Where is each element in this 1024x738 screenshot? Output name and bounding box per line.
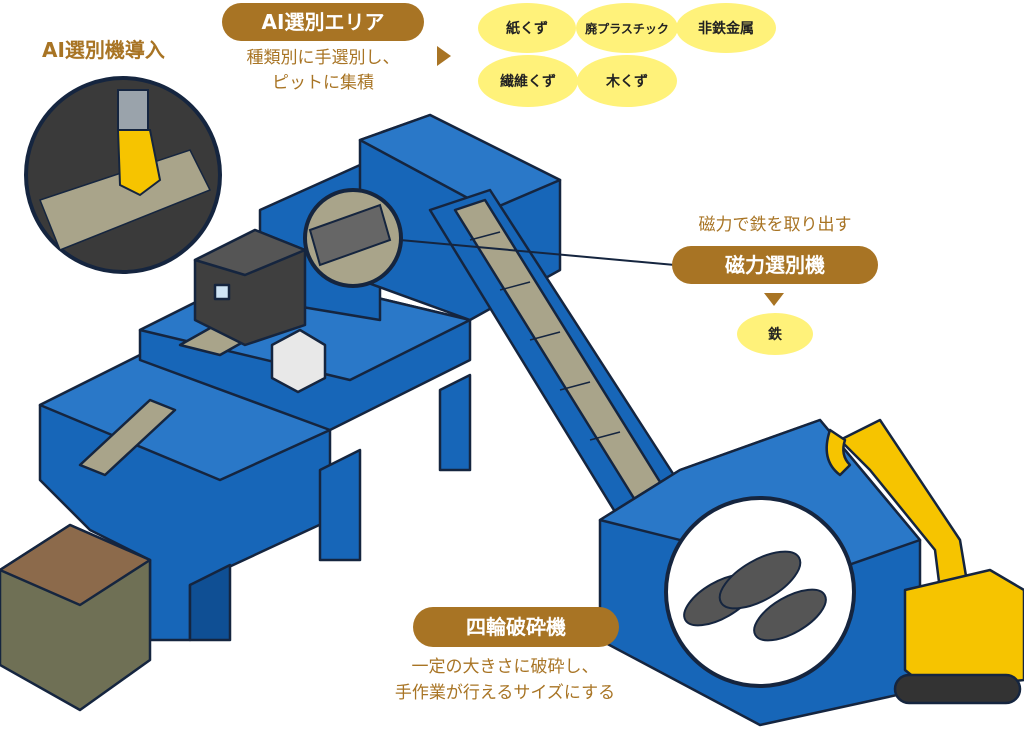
excavator-body [903,568,1024,692]
magnet-desc: 磁力で鉄を取り出す [698,215,852,235]
arrow-down-icon [764,293,784,306]
magnet-title: 磁力選別機 [672,246,878,284]
shredder-desc-line1: 一定の大きさに破砕し、 [411,657,599,677]
category-plastic: 廃プラスチック [576,3,678,53]
category-paper: 紙くず [478,3,576,53]
ai-area-desc-line1: 種類別に手選別し、 [246,48,400,68]
category-fiber: 繊維くず [478,55,578,107]
shredder-desc-line2: 手作業が行えるサイズにする [394,683,616,703]
ai-area-title: AI選別エリア [222,3,424,41]
shredder-title: 四輪破砕機 [413,607,619,647]
lower-conveyor [78,398,177,477]
ai-area-desc-line2: ピットに集積 [272,73,374,93]
output-iron: 鉄 [737,313,813,355]
ai-intro-label: AI選別機導入 [42,38,165,62]
arrow-right-icon [437,46,451,66]
category-wood: 木くず [577,55,677,107]
category-nonferrous-metal: 非鉄金属 [676,3,776,53]
